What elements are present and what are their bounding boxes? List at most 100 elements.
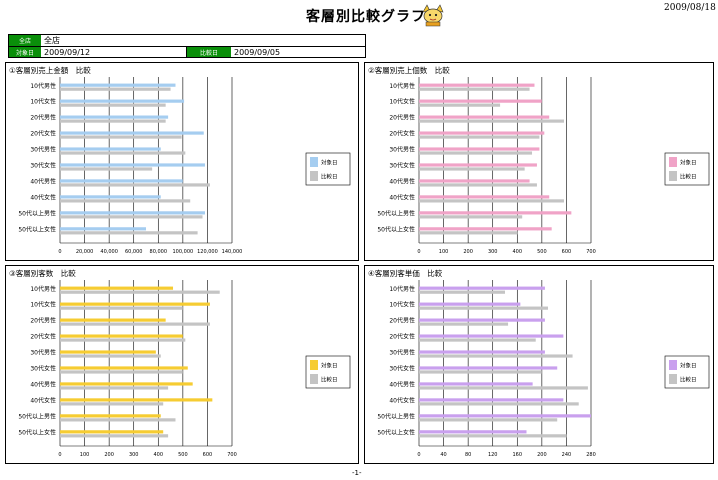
x-tick-label: 700 xyxy=(586,249,596,255)
category-label: 20代男性 xyxy=(30,317,56,325)
x-tick-label: 500 xyxy=(178,452,188,458)
bar-compare xyxy=(60,418,176,422)
x-tick-label: 400 xyxy=(513,249,523,255)
legend-swatch xyxy=(669,360,677,370)
legend-label: 対象日 xyxy=(321,362,338,370)
bar-target xyxy=(419,302,521,306)
bar-target xyxy=(60,147,161,151)
category-label: 10代男性 xyxy=(389,82,415,90)
bar-target xyxy=(419,131,545,135)
page-title: 客層別比較グラフ xyxy=(306,9,426,25)
bar-compare xyxy=(419,306,548,310)
category-label: 50代以上男性 xyxy=(377,412,415,420)
x-tick-label: 200 xyxy=(463,249,473,255)
legend-swatch xyxy=(310,171,318,181)
bar-compare xyxy=(60,370,183,374)
category-label: 10代女性 xyxy=(30,301,56,309)
x-tick-label: 300 xyxy=(488,249,498,255)
bar-target xyxy=(419,115,550,119)
bar-compare xyxy=(60,167,153,171)
x-tick-label: 40 xyxy=(440,452,446,458)
legend-label: 対象日 xyxy=(680,362,697,370)
chart-title: ④客層別客単価 比較 xyxy=(368,268,443,278)
bar-target xyxy=(60,227,146,231)
bar-compare xyxy=(419,402,579,406)
bar-compare xyxy=(60,338,186,342)
category-label: 20代女性 xyxy=(30,333,56,341)
target-date-label: 対象日 xyxy=(9,47,41,57)
bar-compare xyxy=(419,418,558,422)
category-label: 30代女性 xyxy=(389,365,415,373)
compare-date-value[interactable]: 2009/09/05 xyxy=(234,47,281,57)
bar-compare xyxy=(419,370,542,374)
bar-target xyxy=(60,382,193,386)
target-date-value[interactable]: 2009/09/12 xyxy=(41,47,187,57)
bar-target xyxy=(60,83,176,87)
bar-target xyxy=(60,318,166,322)
category-label: 50代以上女性 xyxy=(377,428,415,436)
legend-label: 比較日 xyxy=(321,173,338,181)
store-label: 全店 xyxy=(9,35,41,46)
category-label: 30代女性 xyxy=(30,365,56,373)
bar-target xyxy=(60,334,183,338)
bar-target xyxy=(419,334,564,338)
category-label: 50代以上男性 xyxy=(18,209,56,217)
bar-target xyxy=(419,195,550,199)
category-label: 40代女性 xyxy=(30,194,56,202)
x-tick-label: 600 xyxy=(562,249,572,255)
x-tick-label: 300 xyxy=(129,452,139,458)
bar-compare xyxy=(419,386,588,390)
category-label: 50代以上男性 xyxy=(18,412,56,420)
bar-compare xyxy=(419,434,567,438)
x-tick-label: 100 xyxy=(80,452,90,458)
category-label: 40代女性 xyxy=(389,194,415,202)
bar-target xyxy=(419,179,530,183)
category-label: 50代以上女性 xyxy=(18,225,56,233)
x-tick-label: 500 xyxy=(537,249,547,255)
bar-compare xyxy=(419,215,523,219)
x-tick-label: 280 xyxy=(586,452,596,458)
bar-target xyxy=(419,211,572,215)
bar-target xyxy=(419,83,535,87)
bar-compare xyxy=(60,119,166,123)
x-tick-label: 240 xyxy=(562,452,572,458)
bar-target xyxy=(60,99,185,103)
bar-target xyxy=(60,414,161,418)
bar-compare xyxy=(60,322,210,326)
x-tick-label: 80 xyxy=(465,452,471,458)
chart-title: ②客層別売上個数 比較 xyxy=(368,65,450,75)
bar-target xyxy=(419,163,537,167)
x-tick-label: 0 xyxy=(58,249,61,255)
store-value[interactable]: 全店 xyxy=(44,36,60,45)
category-label: 10代男性 xyxy=(30,285,56,293)
category-label: 30代女性 xyxy=(389,162,415,170)
bar-compare xyxy=(60,215,203,219)
category-label: 10代女性 xyxy=(389,301,415,309)
x-tick-label: 600 xyxy=(203,452,213,458)
mascot-icon xyxy=(422,4,444,27)
category-label: 40代女性 xyxy=(30,397,56,405)
bar-target xyxy=(419,398,564,402)
bar-target xyxy=(419,318,545,322)
legend-swatch xyxy=(669,171,677,181)
x-tick-label: 100,000 xyxy=(173,249,194,255)
bar-target xyxy=(419,99,542,103)
x-tick-label: 100 xyxy=(439,249,449,255)
x-tick-label: 0 xyxy=(417,249,420,255)
bar-compare xyxy=(419,354,573,358)
bar-compare xyxy=(60,290,220,294)
bar-compare xyxy=(419,290,505,294)
legend-swatch xyxy=(310,360,318,370)
x-tick-label: 700 xyxy=(227,452,237,458)
x-tick-label: 400 xyxy=(154,452,164,458)
bar-target xyxy=(60,286,174,290)
bar-compare xyxy=(419,103,501,107)
bar-target xyxy=(419,286,545,290)
bar-target xyxy=(60,115,169,119)
category-label: 20代女性 xyxy=(389,333,415,341)
category-label: 40代女性 xyxy=(389,397,415,405)
